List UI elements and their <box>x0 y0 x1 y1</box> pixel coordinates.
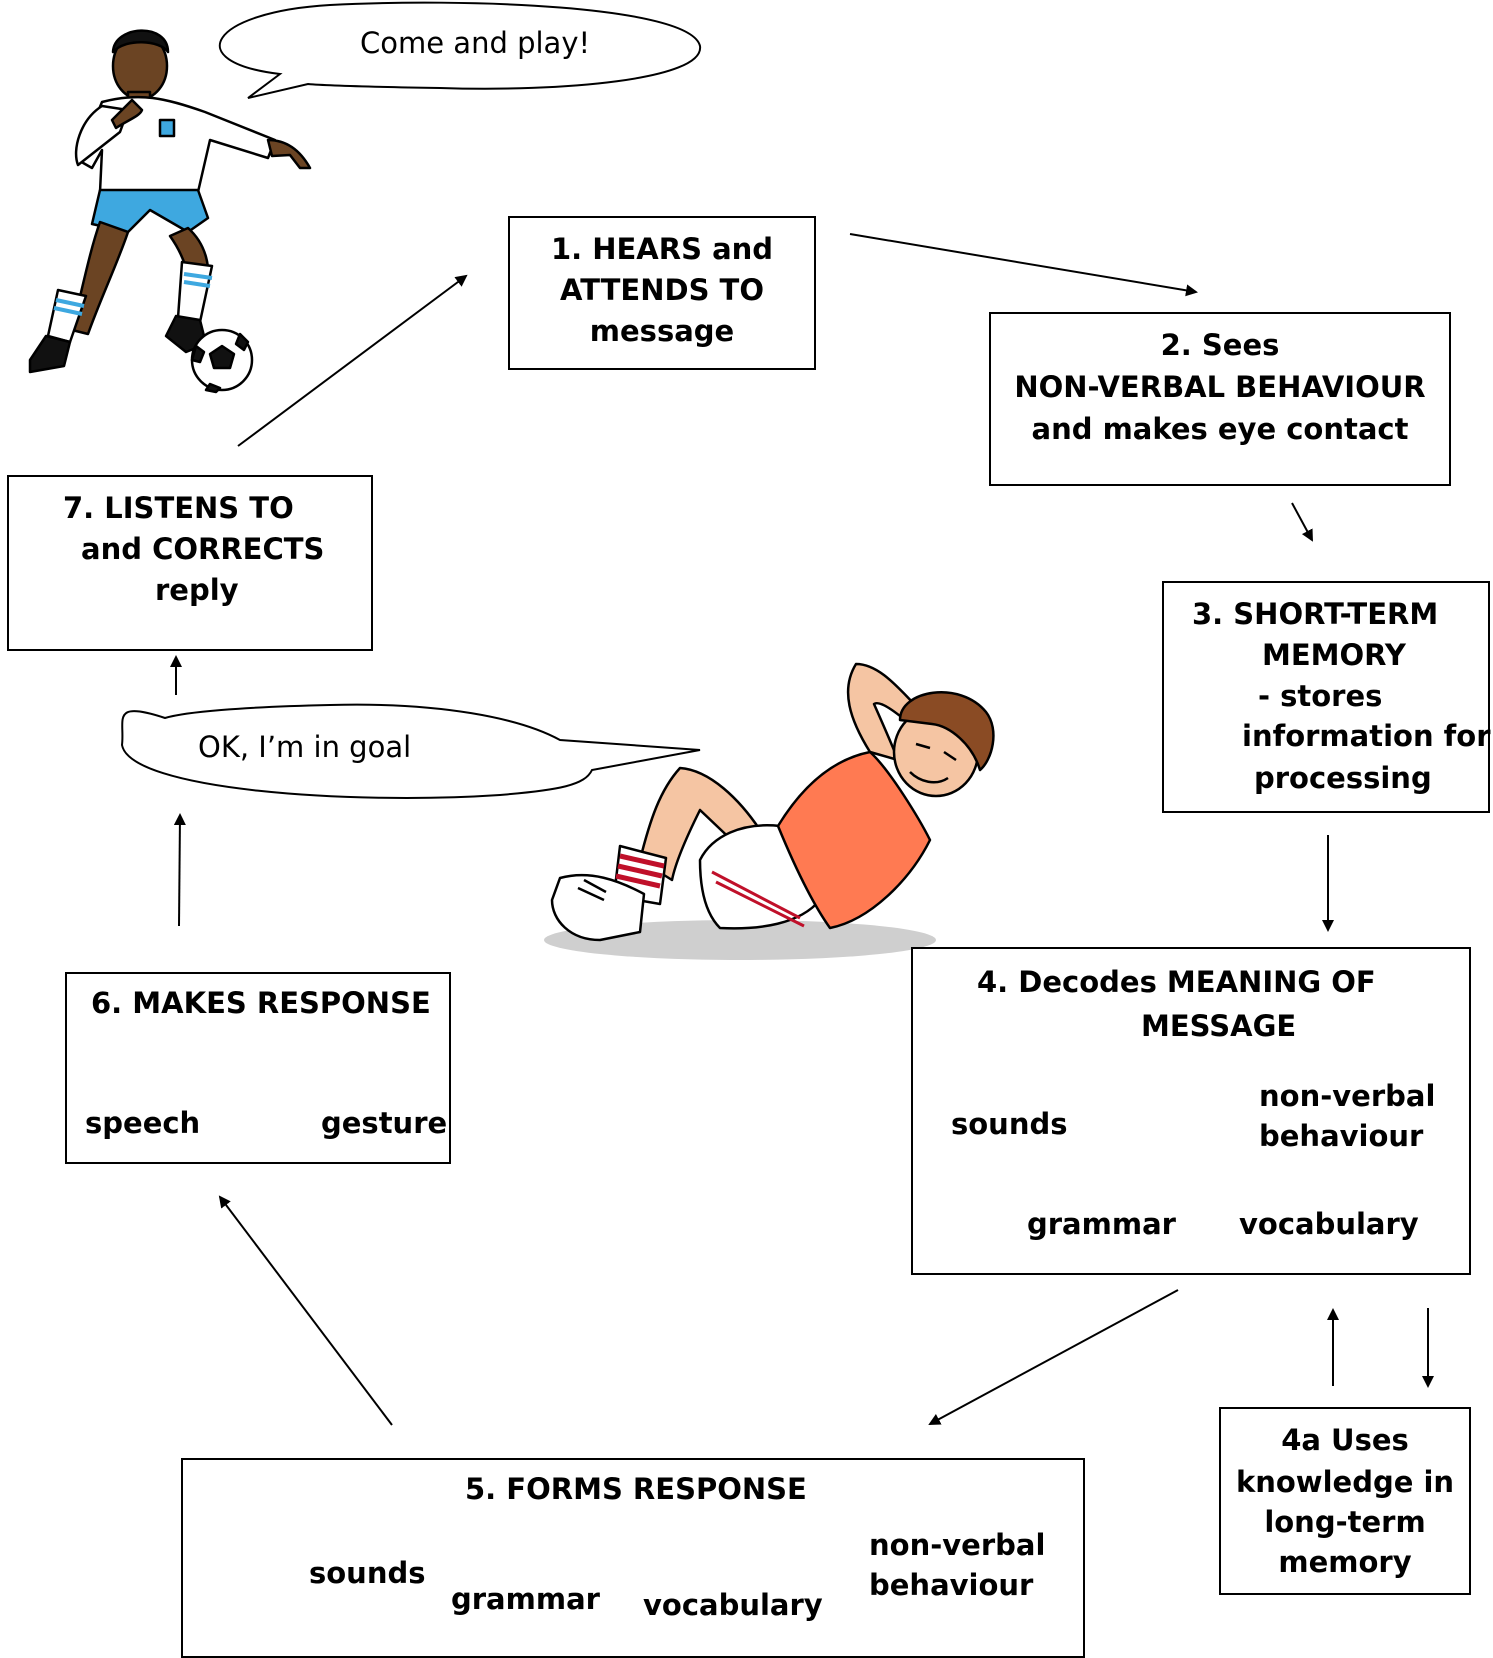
step-4-title-line-1: 4. Decodes MEANING OF <box>977 965 1376 999</box>
step-4a-line-1: 4a Uses <box>1281 1423 1409 1457</box>
arrow-7-to-1 <box>237 274 468 447</box>
step-2-line-1: 2. Sees <box>1160 328 1280 362</box>
step-3-box: 3. SHORT-TERM MEMORY - stores informatio… <box>1162 581 1491 813</box>
step-1-line-3: message <box>589 314 735 348</box>
step-3-line-3: - stores <box>1258 679 1383 713</box>
step-7-box: 7. LISTENS TO and CORRECTS reply <box>7 475 373 651</box>
boy-in-goal-illustration <box>544 662 995 960</box>
arrow-5-to-6 <box>218 1195 393 1426</box>
step-3-line-1: 3. SHORT-TERM <box>1192 597 1439 631</box>
step-2-line-3: and makes eye contact <box>1031 412 1409 446</box>
step-6-gesture: gesture <box>321 1106 448 1140</box>
step-4-grammar: grammar <box>1027 1207 1176 1241</box>
step-3-line-5: processing <box>1254 761 1432 795</box>
step-1-line-2: ATTENDS TO <box>560 273 764 307</box>
step-5-grammar: grammar <box>451 1582 600 1616</box>
step-4a-line-2: knowledge in <box>1235 1465 1455 1499</box>
step-5-nonverbal-line-2: behaviour <box>869 1568 1034 1602</box>
step-3-line-2: MEMORY <box>1262 638 1406 672</box>
step-4-nonverbal-line-1: non-verbal <box>1259 1079 1436 1113</box>
step-6-box: 6. MAKES RESPONSE speech gesture <box>65 972 451 1164</box>
arrow-2-to-3 <box>1291 502 1313 542</box>
step-5-vocabulary: vocabulary <box>643 1588 823 1622</box>
soccer-player-illustration <box>28 29 312 394</box>
speech-bubble-reply <box>120 703 701 799</box>
step-2-box: 2. Sees NON-VERBAL BEHAVIOUR and makes e… <box>989 312 1451 486</box>
arrow-6-to-reply <box>173 813 186 927</box>
step-5-nonverbal-line-1: non-verbal <box>869 1528 1046 1562</box>
step-4-sounds: sounds <box>951 1107 1068 1141</box>
step-1-box: 1. HEARS and ATTENDS TO message <box>508 216 816 370</box>
step-4-box: 4. Decodes MEANING OF MESSAGE sounds non… <box>911 947 1471 1275</box>
step-6-speech: speech <box>85 1106 201 1140</box>
step-7-line-2: and CORRECTS <box>81 532 325 566</box>
step-2-line-2: NON-VERBAL BEHAVIOUR <box>1014 370 1426 404</box>
step-1-line-1: 1. HEARS and <box>550 232 774 266</box>
step-4-nonverbal-line-2: behaviour <box>1259 1119 1424 1153</box>
step-5-sounds: sounds <box>309 1556 426 1590</box>
step-4-title-line-2: MESSAGE <box>1141 1009 1297 1043</box>
speech-text-reply: OK, I’m in goal <box>198 730 412 764</box>
speech-bubble-player <box>218 1 702 99</box>
step-3-line-4: information for <box>1242 719 1491 753</box>
arrow-1-to-2 <box>849 233 1198 297</box>
step-5-title: 5. FORMS RESPONSE <box>465 1472 807 1506</box>
step-7-line-1: 7. LISTENS TO <box>63 491 294 525</box>
step-4-vocabulary: vocabulary <box>1239 1207 1419 1241</box>
step-5-box: 5. FORMS RESPONSE sounds grammar vocabul… <box>181 1458 1085 1658</box>
step-4a-line-3: long-term <box>1264 1505 1426 1539</box>
step-4a-box: 4a Uses knowledge in long-term memory <box>1219 1407 1471 1595</box>
step-7-line-3: reply <box>155 573 239 607</box>
arrow-4-to-5 <box>928 1289 1179 1425</box>
step-6-title: 6. MAKES RESPONSE <box>91 986 431 1020</box>
step-4a-line-4: memory <box>1278 1545 1412 1579</box>
speech-text-player-call: Come and play! <box>360 26 591 60</box>
